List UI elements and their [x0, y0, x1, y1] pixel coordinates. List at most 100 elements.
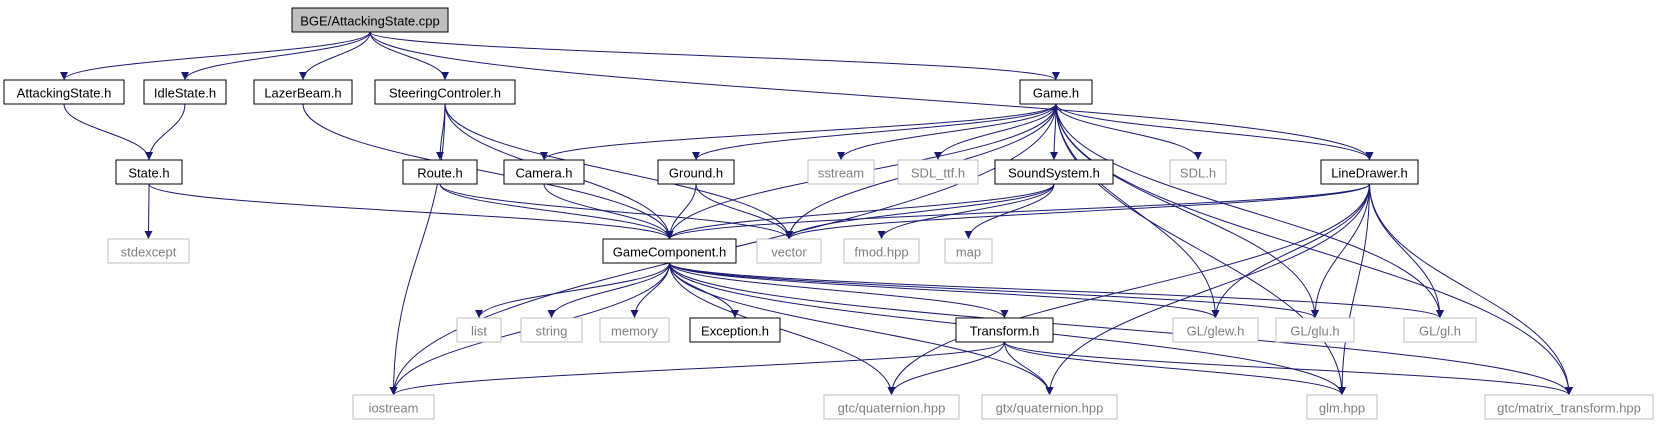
- edge-state-h-to-gamecomponent-h: [148, 183, 674, 240]
- edge-gamecomponent-h-to-transform-h: [669, 262, 1009, 319]
- edge-root-to-lazerbeam-h: [299, 31, 371, 81]
- node-label-stdexcept: stdexcept: [121, 245, 177, 260]
- node-label-fmod-hpp: fmod.hpp: [854, 245, 908, 260]
- node-attackingstate-h[interactable]: AttackingState.h: [3, 79, 125, 105]
- edge-route-h-to-gamecomponent-h: [439, 183, 674, 240]
- node-box-exception-h: [689, 317, 781, 343]
- node-list: list: [456, 317, 502, 343]
- edge-game-h-to-gl-glew-h: [1055, 103, 1220, 319]
- node-label-sstream: sstream: [818, 166, 864, 181]
- node-ground-h[interactable]: Ground.h: [657, 159, 735, 185]
- node-idlestate-h[interactable]: IdleState.h: [143, 79, 227, 105]
- edge-game-h-to-linedrawer-h: [1055, 103, 1374, 161]
- node-label-linedrawer-h: LineDrawer.h: [1331, 166, 1408, 181]
- node-label-ground-h: Ground.h: [669, 166, 723, 181]
- node-box-soundsystem-h: [994, 159, 1114, 185]
- node-gtx-quaternion-hpp: gtx/quaternion.hpp: [981, 394, 1118, 420]
- edge-soundsystem-h-to-fmod-hpp: [877, 183, 1055, 240]
- node-box-sdl-h: [1169, 159, 1227, 185]
- edge-game-h-to-gl-gl-h: [1055, 103, 1444, 319]
- node-label-memory: memory: [611, 324, 658, 339]
- node-label-gl-glew-h: GL/glew.h: [1187, 324, 1245, 339]
- node-label-steeringcontroler-h: SteeringControler.h: [389, 86, 501, 101]
- edge-soundsystem-h-to-gamecomponent-h: [665, 183, 1055, 240]
- edge-root-to-idlestate-h: [181, 31, 371, 81]
- edge-gamecomponent-h-to-string: [547, 262, 670, 319]
- edge-idlestate-h-to-state-h: [145, 103, 186, 161]
- node-box-linedrawer-h: [1320, 159, 1419, 185]
- node-box-map: [944, 238, 993, 264]
- node-stdexcept: stdexcept: [107, 238, 190, 264]
- node-sstream: sstream: [807, 159, 875, 185]
- node-gl-glew-h: GL/glew.h: [1172, 317, 1259, 343]
- node-box-lazerbeam-h: [253, 79, 353, 105]
- node-box-string: [520, 317, 583, 343]
- node-lazerbeam-h[interactable]: LazerBeam.h: [253, 79, 353, 105]
- node-label-gtc-quaternion-hpp: gtc/quaternion.hpp: [838, 401, 946, 416]
- edge-soundsystem-h-to-vector: [785, 183, 1055, 240]
- node-label-root: BGE/AttackingState.cpp: [300, 14, 439, 29]
- node-box-gl-glew-h: [1172, 317, 1259, 343]
- edge-steeringcontroler-h-to-iostream: [389, 103, 446, 396]
- node-route-h[interactable]: Route.h: [402, 159, 478, 185]
- edge-linedrawer-h-to-glm-hpp: [1338, 183, 1370, 396]
- edge-gamecomponent-h-to-gl-glew-h: [669, 262, 1220, 319]
- edge-gamecomponent-h-to-list: [475, 262, 670, 319]
- node-box-gl-gl-h: [1403, 317, 1477, 343]
- node-root[interactable]: BGE/AttackingState.cpp: [291, 7, 449, 33]
- node-box-camera-h: [503, 159, 585, 185]
- node-linedrawer-h[interactable]: LineDrawer.h: [1320, 159, 1419, 185]
- edge-transform-h-to-gtc-quaternion-hpp: [887, 341, 1005, 396]
- node-state-h[interactable]: State.h: [115, 159, 183, 185]
- node-box-vector: [756, 238, 822, 264]
- node-box-gl-glu-h: [1275, 317, 1355, 343]
- node-box-gtc-matrix-transform-hpp: [1484, 394, 1654, 420]
- node-vector: vector: [756, 238, 822, 264]
- node-label-string: string: [536, 324, 568, 339]
- node-box-sstream: [807, 159, 875, 185]
- node-label-exception-h: Exception.h: [701, 324, 769, 339]
- node-gl-glu-h: GL/glu.h: [1275, 317, 1355, 343]
- edge-game-h-to-camera-h: [540, 103, 1057, 161]
- edge-transform-h-to-gtc-matrix-transform-hpp: [1004, 341, 1573, 396]
- edge-transform-h-to-glm-hpp: [1004, 341, 1346, 396]
- edge-state-h-to-stdexcept: [144, 183, 153, 240]
- edge-root-to-steeringcontroler-h: [369, 31, 449, 81]
- node-fmod-hpp: fmod.hpp: [843, 238, 920, 264]
- node-label-gl-gl-h: GL/gl.h: [1419, 324, 1461, 339]
- node-camera-h[interactable]: Camera.h: [503, 159, 585, 185]
- edge-linedrawer-h-to-vector: [785, 183, 1370, 240]
- node-label-lazerbeam-h: LazerBeam.h: [264, 86, 341, 101]
- edge-transform-h-to-iostream: [389, 341, 1005, 396]
- node-label-soundsystem-h: SoundSystem.h: [1008, 166, 1100, 181]
- node-box-transform-h: [955, 317, 1054, 343]
- edge-linedrawer-h-to-gtc-matrix-transform-hpp: [1369, 183, 1573, 396]
- node-label-sdl-ttf-h: SDL_ttf.h: [911, 166, 965, 181]
- edge-route-h-to-vector: [439, 183, 793, 240]
- edge-linedrawer-h-to-gamecomponent-h: [665, 183, 1370, 240]
- node-gamecomponent-h[interactable]: GameComponent.h: [602, 238, 737, 264]
- node-box-gtc-quaternion-hpp: [823, 394, 960, 420]
- node-box-iostream: [352, 394, 435, 420]
- node-sdl-h: SDL.h: [1169, 159, 1227, 185]
- node-exception-h[interactable]: Exception.h: [689, 317, 781, 343]
- node-glm-hpp: glm.hpp: [1306, 394, 1378, 420]
- node-label-route-h: Route.h: [417, 166, 463, 181]
- node-label-gtx-quaternion-hpp: gtx/quaternion.hpp: [996, 401, 1104, 416]
- node-game-h[interactable]: Game.h: [1019, 79, 1093, 105]
- edge-gamecomponent-h-to-gl-glu-h: [669, 262, 1319, 319]
- node-string: string: [520, 317, 583, 343]
- edge-game-h-to-sstream: [837, 103, 1057, 161]
- edge-game-h-to-sdl-ttf-h: [934, 103, 1057, 161]
- edge-gamecomponent-h-to-gtc-matrix-transform-hpp: [669, 262, 1573, 396]
- edge-linedrawer-h-to-gl-gl-h: [1369, 183, 1444, 319]
- node-transform-h[interactable]: Transform.h: [955, 317, 1054, 343]
- edge-game-h-to-glm-hpp: [1055, 103, 1346, 396]
- edge-linedrawer-h-to-gtc-quaternion-hpp: [887, 183, 1370, 396]
- node-box-fmod-hpp: [843, 238, 920, 264]
- node-steeringcontroler-h[interactable]: SteeringControler.h: [374, 79, 516, 105]
- node-box-attackingstate-h: [3, 79, 125, 105]
- node-map: map: [944, 238, 993, 264]
- node-soundsystem-h[interactable]: SoundSystem.h: [994, 159, 1114, 185]
